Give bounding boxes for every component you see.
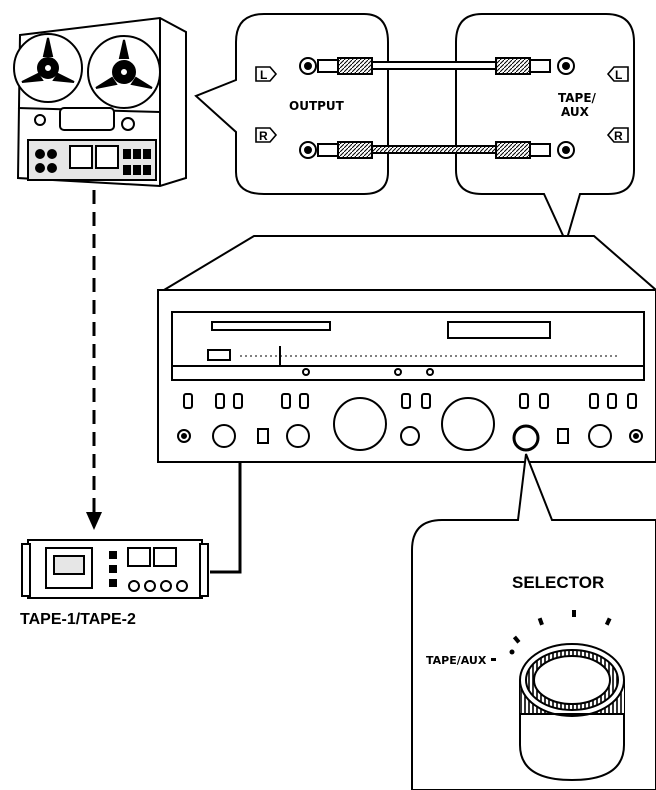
- svg-text:L: L: [615, 68, 622, 82]
- selector-title: SELECTOR: [512, 573, 604, 592]
- output-right-jack-label: R: [255, 127, 278, 143]
- tape-aux-label-line1: TAPE/: [558, 91, 597, 105]
- tape-aux-label-line2: AUX: [561, 105, 590, 119]
- input-right-jack-label: R: [606, 127, 629, 143]
- left-channel-cable: [299, 57, 575, 75]
- cassette-deck: [21, 539, 209, 599]
- selector-position-label: TAPE/AUX: [426, 654, 496, 667]
- svg-text:L: L: [260, 68, 267, 82]
- output-label: OUTPUT: [289, 99, 345, 113]
- svg-text:R: R: [614, 129, 623, 143]
- input-left-jack-label: L: [606, 66, 629, 82]
- svg-text:TAPE/AUX: TAPE/AUX: [426, 654, 487, 667]
- right-channel-cable: [299, 141, 575, 159]
- output-left-jack-label: L: [255, 66, 278, 82]
- tape-aux-callout: [455, 13, 635, 245]
- tape-deck-caption: TAPE-1/TAPE-2: [20, 611, 136, 628]
- amplifier-unit: [157, 235, 656, 463]
- selector-knob: [509, 610, 625, 782]
- reel-to-reel-deck: [13, 16, 187, 188]
- signal-path-arrow: [86, 190, 102, 530]
- amp-to-cassette-cable: [210, 462, 242, 574]
- svg-text:R: R: [259, 129, 268, 143]
